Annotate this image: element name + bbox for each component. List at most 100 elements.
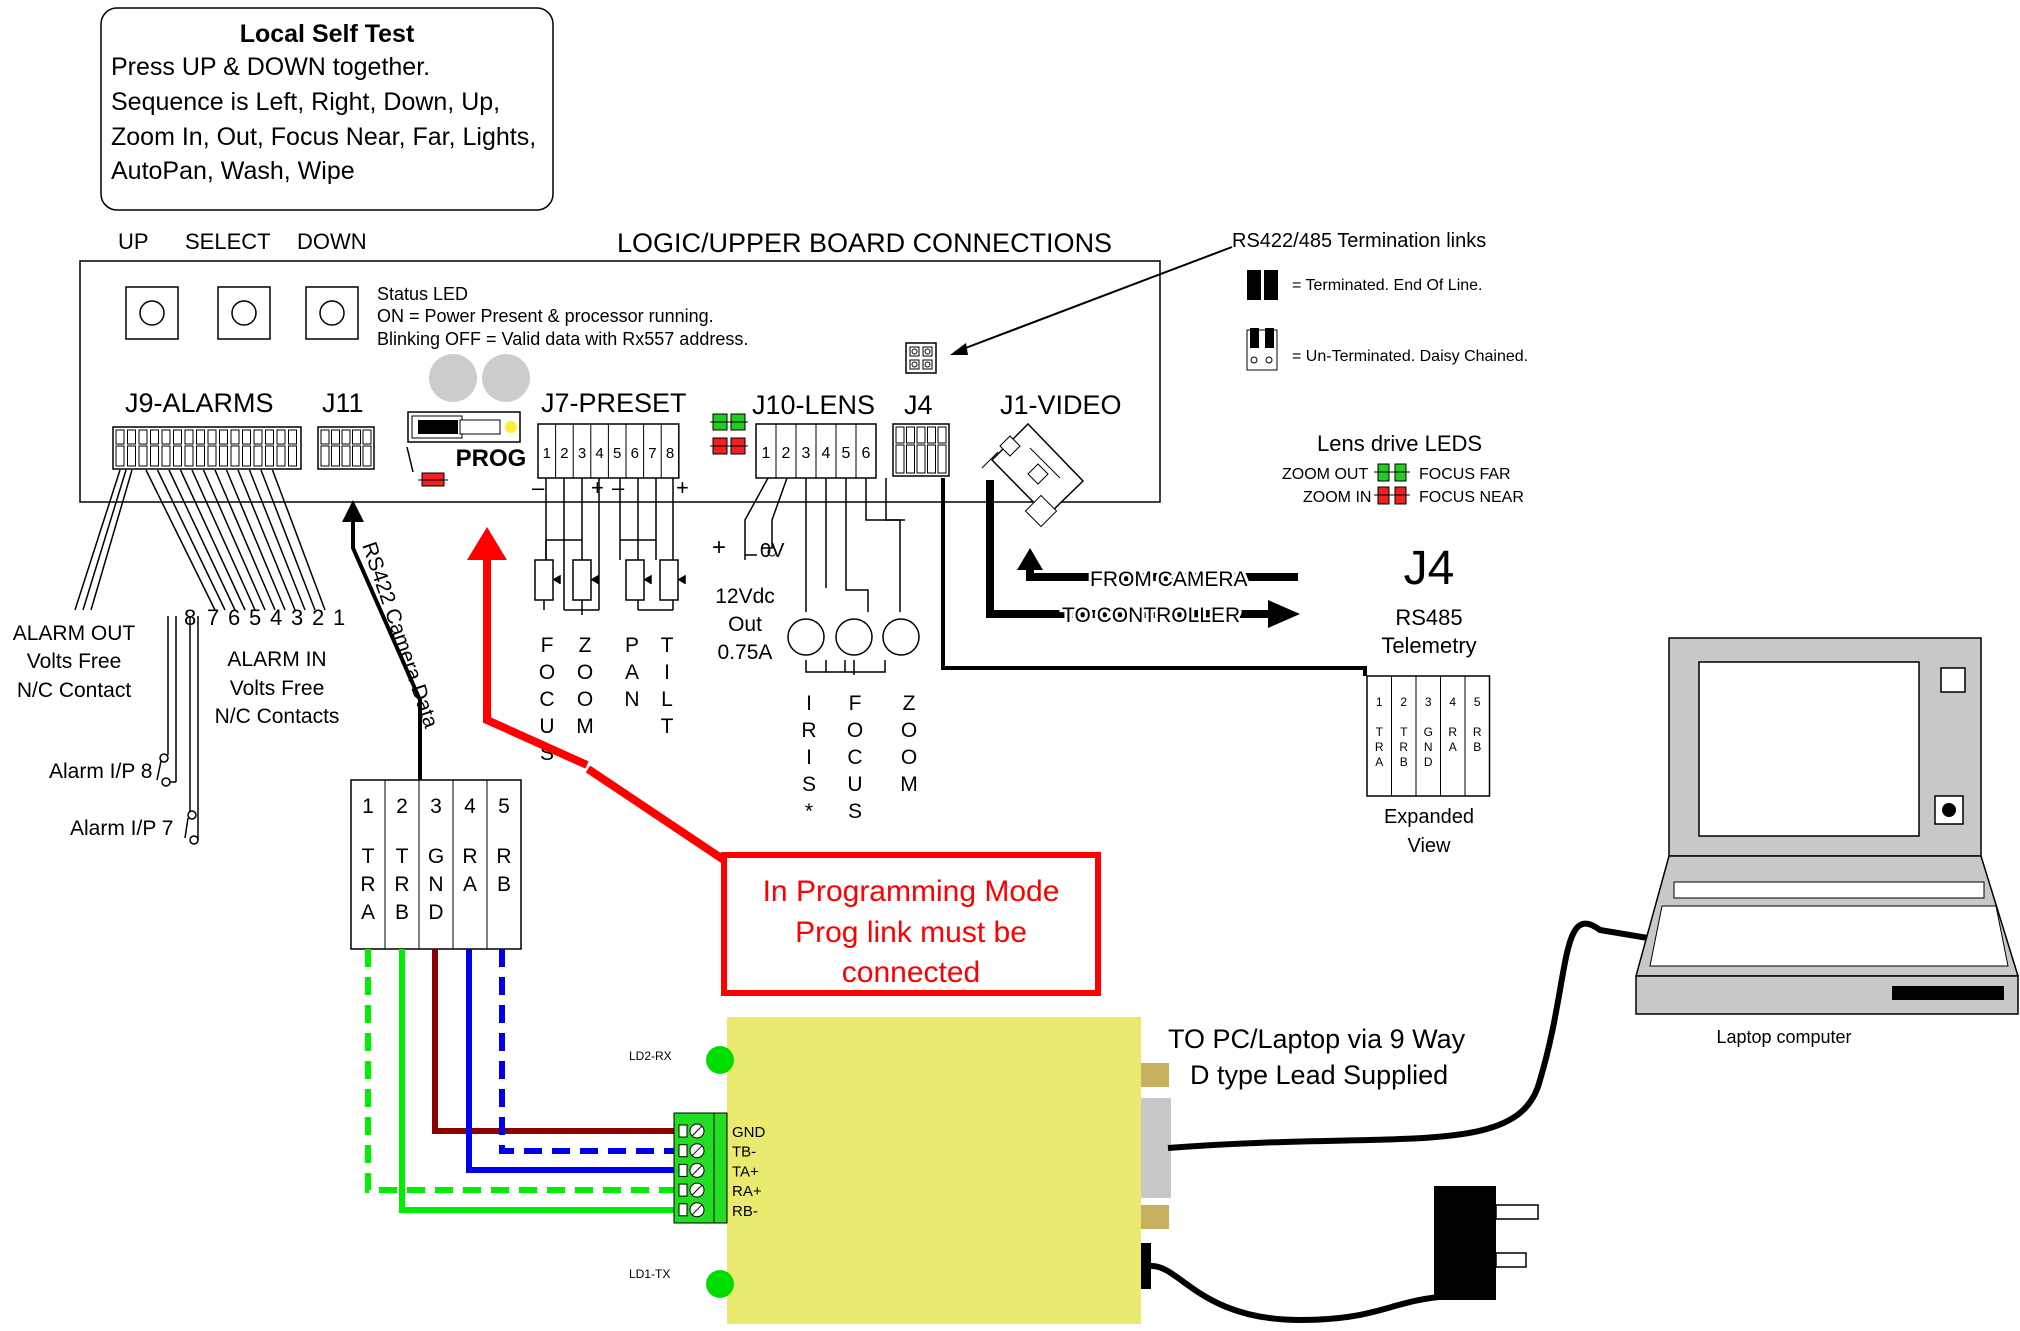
up-button[interactable]	[125, 286, 179, 340]
termination-title: RS422/485 Termination links	[1232, 230, 1486, 252]
power-line: 0.75A	[718, 641, 773, 664]
ld2-label: LD2-RX	[629, 1049, 672, 1063]
j4-sub: Telemetry	[1381, 633, 1476, 658]
laptop-label: Laptop computer	[1716, 1027, 1851, 1047]
termination-pointer	[954, 246, 1233, 353]
focus-near-label: FOCUS NEAR	[1419, 489, 1524, 506]
j4-pin	[927, 426, 936, 444]
terminal-pin-number: 4	[464, 795, 476, 818]
converter-terminal-label: RB-	[732, 1203, 758, 1220]
alarm-number: 7	[207, 605, 219, 630]
converter-terminal-label: GND	[732, 1124, 766, 1141]
screw-slot	[678, 1163, 688, 1177]
terminated-legend: = Terminated. End Of Line.	[1292, 277, 1482, 294]
self-test-title: Local Self Test	[240, 20, 415, 48]
j9-pin	[207, 429, 217, 445]
j4-sub: RS485	[1395, 605, 1462, 630]
termination-link-jumper[interactable]	[905, 342, 937, 374]
laptop	[1635, 637, 2020, 1015]
j9-pin-lower	[150, 445, 159, 467]
lens-led-pair-board	[710, 413, 748, 455]
select-button[interactable]	[217, 286, 271, 340]
down-button[interactable]	[305, 286, 359, 340]
power-jack	[1141, 1243, 1151, 1289]
unterminated-legend: = Un-Terminated. Daisy Chained.	[1292, 348, 1528, 365]
self-test-line: Sequence is Left, Right, Down, Up,	[111, 88, 500, 116]
terminal-pin-number: 3	[430, 795, 442, 818]
alarm-out-line: Volts Free	[27, 650, 122, 673]
alarm-in-wire	[248, 469, 306, 611]
alarm-in-line: N/C Contacts	[215, 705, 340, 728]
prog-note-box: In Programming Mode Prog link must be co…	[721, 852, 1101, 996]
alarm-in-wire	[202, 469, 266, 611]
j9-pin	[219, 429, 228, 445]
j7-plus: +	[591, 475, 604, 500]
j4-telemetry-wire	[941, 478, 1367, 676]
pc-note-line: TO PC/Laptop via 9 Way	[1168, 1024, 1466, 1054]
j9-pin	[161, 429, 171, 445]
alarm-in-wire	[271, 469, 326, 611]
j1-video-connector	[981, 422, 1085, 528]
j11-pin	[362, 429, 372, 445]
converter-terminal-label: RA+	[732, 1183, 762, 1200]
d-connector	[1141, 1098, 1171, 1198]
prog-note-line: Prog link must be	[795, 916, 1027, 949]
j4-expanded-pin-number: 3	[1425, 695, 1432, 709]
screw-slot-line	[691, 1125, 703, 1137]
screw-slot-line	[691, 1165, 703, 1176]
lens-wiring	[744, 477, 905, 675]
alarm-out-line: N/C Contact	[17, 679, 132, 702]
to-controller-arrow	[986, 480, 1300, 628]
j9-pin-lower	[265, 445, 274, 467]
j9-pin	[150, 429, 159, 445]
screw-slot-line	[691, 1184, 703, 1196]
alarm-number: 2	[312, 605, 324, 630]
j7-pin-number: 1	[543, 445, 551, 462]
j11-pin-lower	[320, 445, 330, 467]
j9-pin-lower	[184, 445, 194, 467]
j4-pin	[916, 426, 926, 444]
alarm-in-wire	[214, 469, 276, 611]
expanded-label: Expanded	[1384, 806, 1474, 828]
j11-pin-lower	[331, 445, 340, 467]
j11-pin	[341, 429, 351, 445]
power-line: 12Vdc	[715, 585, 775, 608]
alarm-ip8-label: Alarm I/P 8	[49, 760, 152, 783]
ld2-led	[706, 1046, 734, 1074]
rs422-arrow	[342, 500, 422, 780]
up-label: UP	[118, 229, 149, 254]
prog-label: PROG	[456, 445, 527, 472]
terminated-icon	[1247, 270, 1278, 300]
converter-terminal-label: TB-	[732, 1144, 756, 1161]
alarm-out-line: ALARM OUT	[13, 622, 136, 645]
j9-pin	[115, 429, 125, 445]
alarm-in-wire	[168, 469, 236, 611]
j9-pin-lower	[230, 445, 240, 467]
j10-pin-number: 3	[802, 445, 811, 462]
j9-pin	[127, 429, 136, 445]
j4-expanded-housing	[1366, 675, 1491, 797]
j11-pin	[331, 429, 340, 445]
board-title: LOGIC/UPPER BOARD CONNECTIONS	[617, 228, 1112, 258]
j7-minus: –	[532, 475, 545, 500]
j9-pin	[138, 429, 148, 445]
j4-pin-lower	[916, 444, 926, 474]
alarm-in-wire	[156, 469, 226, 611]
screw-slot	[678, 1144, 688, 1158]
alarm-in-line: ALARM IN	[227, 648, 326, 671]
alarm-ip7-switch	[184, 616, 199, 845]
j9-pin-lower	[127, 445, 136, 467]
j9-pin	[265, 429, 274, 445]
screw-slot	[678, 1124, 688, 1138]
j9-pin-lower	[161, 445, 171, 467]
prog-link[interactable]	[407, 411, 521, 443]
